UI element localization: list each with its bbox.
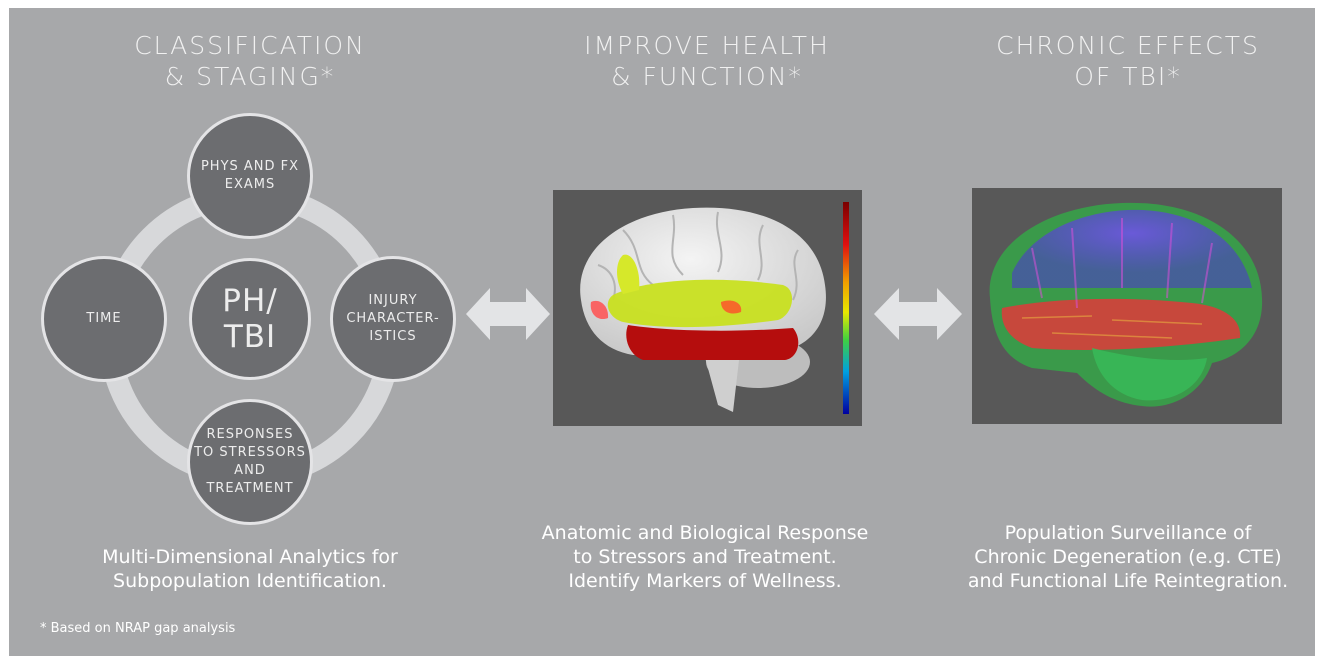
heading-line: CHRONIC EFFECTS — [996, 31, 1260, 60]
center-label: PH/ — [222, 283, 278, 319]
center-label: TBI — [223, 319, 277, 355]
caption-improve-health: Anatomic and Biological Response to Stre… — [485, 521, 925, 593]
node-label: EXAMS — [224, 177, 276, 192]
node-label: INJURY — [368, 293, 418, 308]
heading-line: & STAGING* — [164, 62, 336, 91]
node-label: RESPONSES — [206, 427, 294, 442]
node-label: CHARACTER- — [346, 311, 440, 326]
node-ph-tbi: PH/ TBI — [189, 258, 311, 380]
node-time: TIME — [41, 256, 167, 382]
brain-tractography-image — [972, 188, 1282, 424]
caption-classification: Multi-Dimensional Analytics for Subpopul… — [30, 545, 470, 593]
caption-line: Subpopulation Identification. — [113, 570, 387, 592]
node-label: TREATMENT — [206, 481, 294, 496]
heading-line: IMPROVE HEALTH — [584, 31, 830, 60]
node-label: ISTICS — [369, 329, 417, 344]
node-phys-fx-exams: PHYS AND FX EXAMS — [187, 113, 313, 239]
heading-line: & FUNCTION* — [611, 62, 803, 91]
caption-line: Chronic Degeneration (e.g. CTE) — [974, 546, 1282, 568]
caption-line: and Functional Life Reintegration. — [967, 570, 1289, 592]
footnote: * Based on NRAP gap analysis — [40, 621, 236, 636]
double-arrow-icon — [874, 288, 962, 340]
node-label: TO STRESSORS — [194, 445, 306, 460]
caption-line: Anatomic and Biological Response — [541, 522, 869, 544]
heading-improve-health: IMPROVE HEALTH & FUNCTION* — [497, 30, 917, 92]
caption-line: Multi-Dimensional Analytics for — [102, 546, 398, 568]
node-injury-characteristics: INJURY CHARACTER- ISTICS — [330, 256, 456, 382]
brain-heatmap-icon — [580, 202, 849, 414]
node-label: TIME — [86, 311, 122, 326]
node-label: AND — [234, 463, 266, 478]
heading-classification: CLASSIFICATION & STAGING* — [40, 30, 460, 92]
double-arrow-icon — [466, 288, 550, 340]
node-label: PHYS AND FX — [200, 159, 300, 174]
brain-tractography-icon — [989, 202, 1263, 407]
caption-chronic-effects: Population Surveillance of Chronic Degen… — [908, 521, 1323, 593]
caption-line: Identify Markers of Wellness. — [568, 570, 842, 592]
brain-heatmap-image — [553, 190, 862, 426]
caption-line: to Stressors and Treatment. — [573, 546, 837, 568]
heading-chronic-effects: CHRONIC EFFECTS OF TBI* — [918, 30, 1323, 92]
heading-line: CLASSIFICATION — [134, 31, 366, 60]
caption-line: Population Surveillance of — [1004, 522, 1252, 544]
node-responses: RESPONSES TO STRESSORS AND TREATMENT — [187, 399, 313, 525]
heading-line: OF TBI* — [1074, 62, 1182, 91]
